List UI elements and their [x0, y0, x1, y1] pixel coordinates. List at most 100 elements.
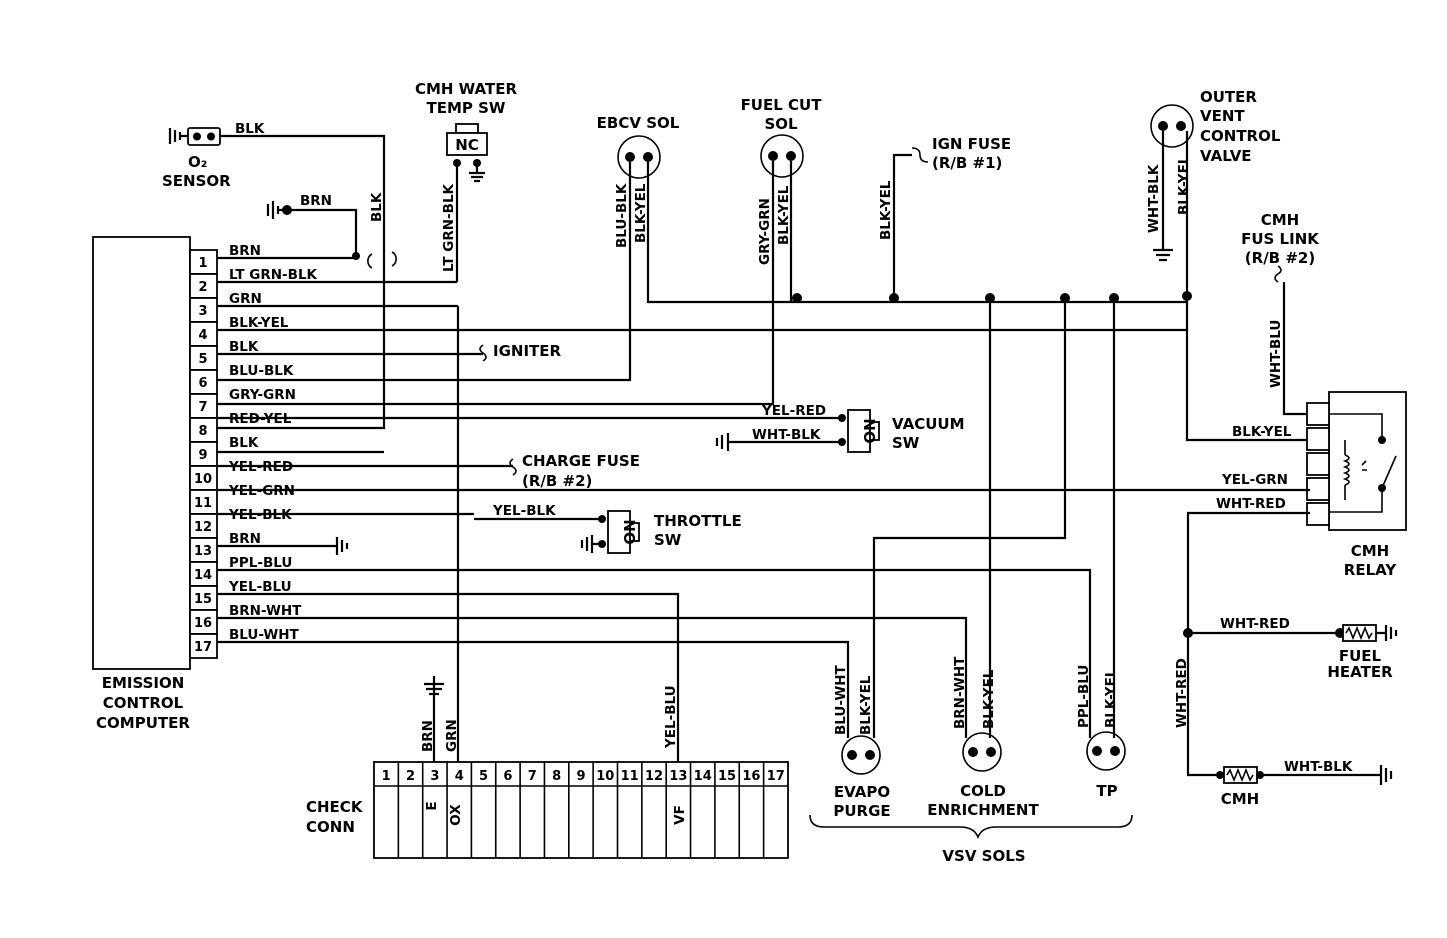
check-yelblu-wire: YEL-BLU — [663, 685, 679, 749]
fuel-cut-label-1: FUEL CUT — [741, 96, 823, 114]
charge-fuse-label-2: (R/B #2) — [522, 472, 592, 490]
water-temp-contact: NC — [455, 136, 479, 154]
computer-label-1: EMISSION — [102, 674, 185, 692]
outer-vent-label-1: OUTER — [1200, 88, 1257, 106]
computer-pin-wire-label: GRY-GRN — [229, 387, 296, 403]
check-pin-number: 8 — [552, 769, 561, 784]
computer-pin-number: 15 — [194, 592, 212, 607]
computer-pin-wire-label: BLU-WHT — [229, 627, 300, 643]
computer-pin-number: 7 — [198, 400, 207, 415]
check-pin-number: 15 — [718, 769, 736, 784]
computer-pin-number: 4 — [198, 328, 207, 343]
pin13-ground — [217, 537, 349, 555]
vsv-evapo-purge: BLU-WHT BLK-YEL EVAPO PURGE — [833, 664, 891, 820]
o2-sensor-label-2: SENSOR — [162, 172, 231, 190]
water-temp-wire-label: LT GRN-BLK — [441, 183, 457, 272]
computer-pin-wire-label: BRN-WHT — [229, 603, 302, 619]
check-pin-label-ox: OX — [448, 804, 464, 826]
evapo-wire-1: BLU-WHT — [833, 664, 849, 735]
computer-pin-wire-label: YEL-BLU — [228, 579, 292, 595]
tp-wire-2: BLK-YEL — [1103, 668, 1119, 728]
computer-pin-number: 5 — [198, 352, 207, 367]
computer-pin-number: 8 — [198, 424, 207, 439]
vacuum-contact: NO — [860, 418, 878, 443]
fus-link-label-3: (R/B #2) — [1245, 249, 1315, 267]
outer-vent-wire-1: WHT-BLK — [1146, 164, 1162, 233]
fuel-heater: WHT-RED FUEL HEATER — [1220, 616, 1398, 681]
check-pin-number: 10 — [596, 769, 614, 784]
brn-ground: BRN — [266, 193, 360, 260]
vsv-tp: PPL-BLU BLK-YEL TP — [1076, 665, 1126, 800]
water-temp-switch: CMH WATER TEMP SW NC LT GRN-BLK — [415, 80, 518, 282]
check-pin-number: 6 — [503, 769, 512, 784]
charge-fuse-label-1: CHARGE FUSE — [522, 452, 640, 470]
relay-wire-2: YEL-GRN — [1221, 472, 1288, 488]
vacuum-switch: NO YEL-RED WHT-BLK VACUUM SW — [217, 403, 965, 453]
check-pin-number: 1 — [382, 769, 391, 784]
computer-pin-wire-label: BLK — [229, 435, 259, 451]
check-pin-number: 11 — [621, 769, 639, 784]
blk-vertical-label: BLK — [369, 192, 385, 222]
igniter-label: IGNITER — [493, 342, 562, 360]
fuel-cut-wire-1: GRY-GRN — [757, 198, 773, 265]
throttle-switch: NO YEL-BLK THROTTLE SW — [217, 503, 742, 554]
ebcv-solenoid: EBCV SOL BLU-BLK BLK-YEL — [217, 114, 1187, 382]
check-pin-number: 9 — [576, 769, 585, 784]
check-pin-label-vf: VF — [672, 805, 688, 825]
computer-pin-number: 17 — [194, 640, 212, 655]
check-brn-wire: BRN — [420, 720, 436, 752]
check-pin-number: 14 — [694, 769, 712, 784]
cmh-relay: BLK-YEL YEL-GRN WHT-RED CMH RELAY — [1216, 391, 1407, 579]
computer-pin-number: 11 — [194, 496, 212, 511]
computer-pin-number: 1 — [198, 256, 207, 271]
computer-pin-number: 13 — [194, 544, 212, 559]
fuel-heater-label-2: HEATER — [1327, 663, 1393, 681]
check-conn-label-2: CONN — [306, 818, 355, 836]
relay-wires — [217, 488, 1338, 777]
computer-pin-box — [189, 417, 218, 443]
ebcv-wire-1: BLU-BLK — [614, 183, 630, 248]
relay-label-2: RELAY — [1344, 561, 1398, 579]
check-pin-number: 2 — [406, 769, 415, 784]
ebcv-label: EBCV SOL — [597, 114, 680, 132]
computer-pin-number: 10 — [194, 472, 212, 487]
fus-link-label-1: CMH — [1261, 211, 1300, 229]
outer-vent-label-4: VALVE — [1200, 147, 1252, 165]
vsv-wiring — [217, 298, 1116, 738]
cold-label-2: ENRICHMENT — [927, 801, 1039, 819]
o2-sensor-label-1: O₂ — [188, 153, 207, 171]
computer-pin-number: 9 — [198, 448, 207, 463]
computer-label-2: CONTROL — [103, 694, 184, 712]
computer-pin-number: 12 — [194, 520, 212, 535]
evapo-label-1: EVAPO — [834, 783, 890, 801]
tp-wire-1: PPL-BLU — [1076, 665, 1092, 728]
vsv-group-label: VSV SOLS — [942, 847, 1025, 865]
fus-link-wire: WHT-BLU — [1268, 320, 1284, 388]
computer-pin-wire-label: BRN — [229, 531, 261, 547]
computer-pin-wire-label: BLU-BLK — [229, 363, 294, 379]
o2-wire-label: BLK — [235, 121, 265, 137]
throttle-contact: NO — [620, 519, 638, 544]
check-pin-number: 12 — [645, 769, 663, 784]
relay-wire-1: BLK-YEL — [1232, 424, 1292, 440]
fuel-cut-label-2: SOL — [764, 115, 798, 133]
computer-pin-box — [189, 369, 218, 395]
check-pin-number: 5 — [479, 769, 488, 784]
water-temp-label-1: CMH WATER — [415, 80, 518, 98]
computer-pin-wire-label: BLK-YEL — [229, 315, 289, 331]
check-pin-number: 13 — [669, 769, 687, 784]
vsv-cold-enrichment: BRN-WHT BLK-YEL COLD ENRICHMENT — [927, 656, 1039, 819]
charge-fuse: CHARGE FUSE (R/B #2) — [509, 452, 640, 490]
fuel-heater-label-1: FUEL — [1339, 647, 1382, 665]
ign-fuse-wire: BLK-YEL — [878, 180, 894, 240]
vacuum-wire-1: YEL-RED — [761, 403, 826, 419]
cmh-fus-link: CMH FUS LINK (R/B #2) WHT-BLU — [1241, 211, 1320, 416]
outer-vent-control-valve: WHT-BLK BLK-YEL OUTER VENT CONTROL VALVE — [1146, 88, 1310, 442]
check-grn-wire: GRN — [444, 719, 460, 752]
ign-fuse: IGN FUSE (R/B #1) BLK-YEL — [878, 135, 1011, 302]
computer-pin-box — [189, 321, 218, 347]
relay-wire-3: WHT-RED — [1216, 496, 1286, 512]
check-pin-number: 3 — [430, 769, 439, 784]
